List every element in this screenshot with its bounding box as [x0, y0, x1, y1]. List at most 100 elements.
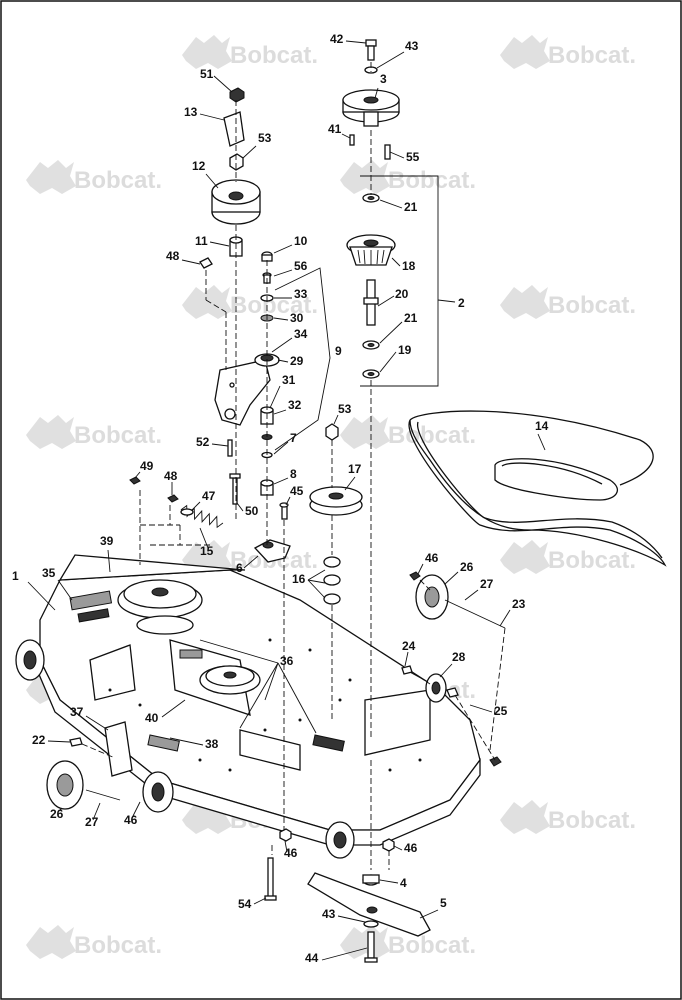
leader-line-24	[404, 651, 409, 667]
callout-31: 31	[282, 373, 296, 387]
leader-line-42	[345, 40, 367, 44]
leader-line-21	[379, 321, 403, 344]
bracket-37	[104, 721, 133, 777]
leader-line-29	[277, 359, 289, 363]
callout-24: 24	[402, 639, 416, 653]
callout-9: 9	[335, 344, 342, 358]
nut-51	[229, 87, 245, 103]
callout-1: 1	[12, 569, 19, 583]
leader-line-36	[264, 662, 279, 701]
bobcat-logo-icon	[500, 540, 550, 574]
nut-53-top	[229, 153, 244, 171]
bearing-19	[362, 369, 380, 379]
leader-line-34	[271, 337, 293, 353]
callout-46: 46	[284, 846, 298, 860]
leader-line-48	[181, 259, 201, 265]
leader-lines	[27, 40, 546, 961]
callout-labels: 1234567891011121314151617181920212122232…	[12, 32, 549, 965]
leader-line-43	[376, 51, 405, 69]
leader-line-44	[321, 947, 368, 961]
callout-35: 35	[42, 566, 56, 580]
leader-line-14	[537, 433, 546, 451]
bolt-22	[69, 737, 83, 747]
callout-52: 52	[196, 435, 210, 449]
leader-line-32	[273, 409, 287, 415]
callout-49: 49	[140, 459, 154, 473]
watermark-text: Bobcat.	[388, 167, 476, 194]
spindle-pulley-3	[342, 89, 400, 127]
group-bracket-9	[274, 267, 331, 451]
callout-32: 32	[288, 398, 302, 412]
leader-line-55	[389, 151, 405, 159]
callout-38: 38	[205, 737, 219, 751]
callout-34: 34	[294, 327, 308, 341]
deck-pulley-left	[117, 579, 203, 619]
watermark: Bobcat.	[340, 415, 476, 449]
watermark-text: Bobcat.	[74, 932, 162, 959]
watermark: Bobcat.	[340, 925, 476, 959]
leader-line-16	[307, 579, 326, 584]
callout-36: 36	[280, 654, 294, 668]
leader-line-26	[444, 571, 459, 585]
leader-line-3	[374, 87, 379, 99]
leader-line-5	[419, 909, 439, 919]
leader-line-12	[205, 173, 219, 189]
bobcat-logo-icon	[500, 35, 550, 69]
bolt-45	[279, 502, 289, 520]
callout-53: 53	[258, 131, 272, 145]
callout-40: 40	[145, 711, 159, 725]
washer-43-lower	[363, 920, 379, 928]
bolt-55	[384, 144, 391, 160]
leader-line-46	[284, 840, 288, 853]
leader-line-27	[92, 802, 101, 821]
callout-27: 27	[85, 815, 99, 829]
leader-line-17	[344, 476, 356, 491]
leader-line-50	[236, 502, 244, 512]
leader-line-37	[85, 715, 109, 731]
spindle-housing-18	[346, 234, 396, 266]
watermark: Bobcat.	[500, 800, 636, 834]
spring-15	[180, 504, 224, 529]
bobcat-logo-icon	[340, 415, 390, 449]
callout-43: 43	[322, 907, 336, 921]
nut-46-lower	[279, 828, 292, 842]
watermark-text: Bobcat.	[74, 422, 162, 449]
group-bracket-2	[360, 175, 456, 387]
watermark-text: Bobcat.	[388, 422, 476, 449]
callout-12: 12	[192, 159, 206, 173]
callout-56: 56	[294, 259, 308, 273]
idler-arm	[214, 359, 271, 426]
callout-2: 2	[458, 296, 465, 310]
leader-line-27	[464, 589, 479, 601]
callout-23: 23	[512, 597, 526, 611]
leader-line-45	[285, 496, 291, 506]
pivot-bracket-6	[253, 539, 291, 563]
bobcat-logo-icon	[340, 925, 390, 959]
leader-line-20	[377, 295, 395, 307]
leader-line-22	[47, 740, 71, 743]
leader-line-25	[469, 704, 493, 713]
watermark: Bobcat.	[26, 415, 162, 449]
callout-37: 37	[70, 705, 84, 719]
callout-41: 41	[328, 122, 342, 136]
watermark: Bobcat.	[500, 35, 636, 69]
callout-11: 11	[195, 234, 208, 248]
nut-48-49-47	[129, 476, 194, 516]
watermark: Bobcat.	[500, 285, 636, 319]
callout-51: 51	[200, 67, 214, 81]
watermark-text: Bobcat.	[548, 807, 636, 834]
callout-54: 54	[238, 897, 252, 911]
callout-21: 21	[404, 200, 418, 214]
drive-belt	[408, 410, 667, 567]
nut-53-mid	[325, 423, 339, 441]
assembly-lines	[81, 62, 506, 870]
leader-line-36	[239, 662, 279, 729]
callout-46: 46	[425, 551, 439, 565]
leader-line-10	[273, 244, 293, 254]
watermark-text: Bobcat.	[548, 547, 636, 574]
leader-line-38	[169, 737, 204, 746]
leader-line-35	[57, 579, 73, 601]
leader-line-51	[213, 75, 233, 93]
bobcat-logo-icon	[26, 160, 76, 194]
